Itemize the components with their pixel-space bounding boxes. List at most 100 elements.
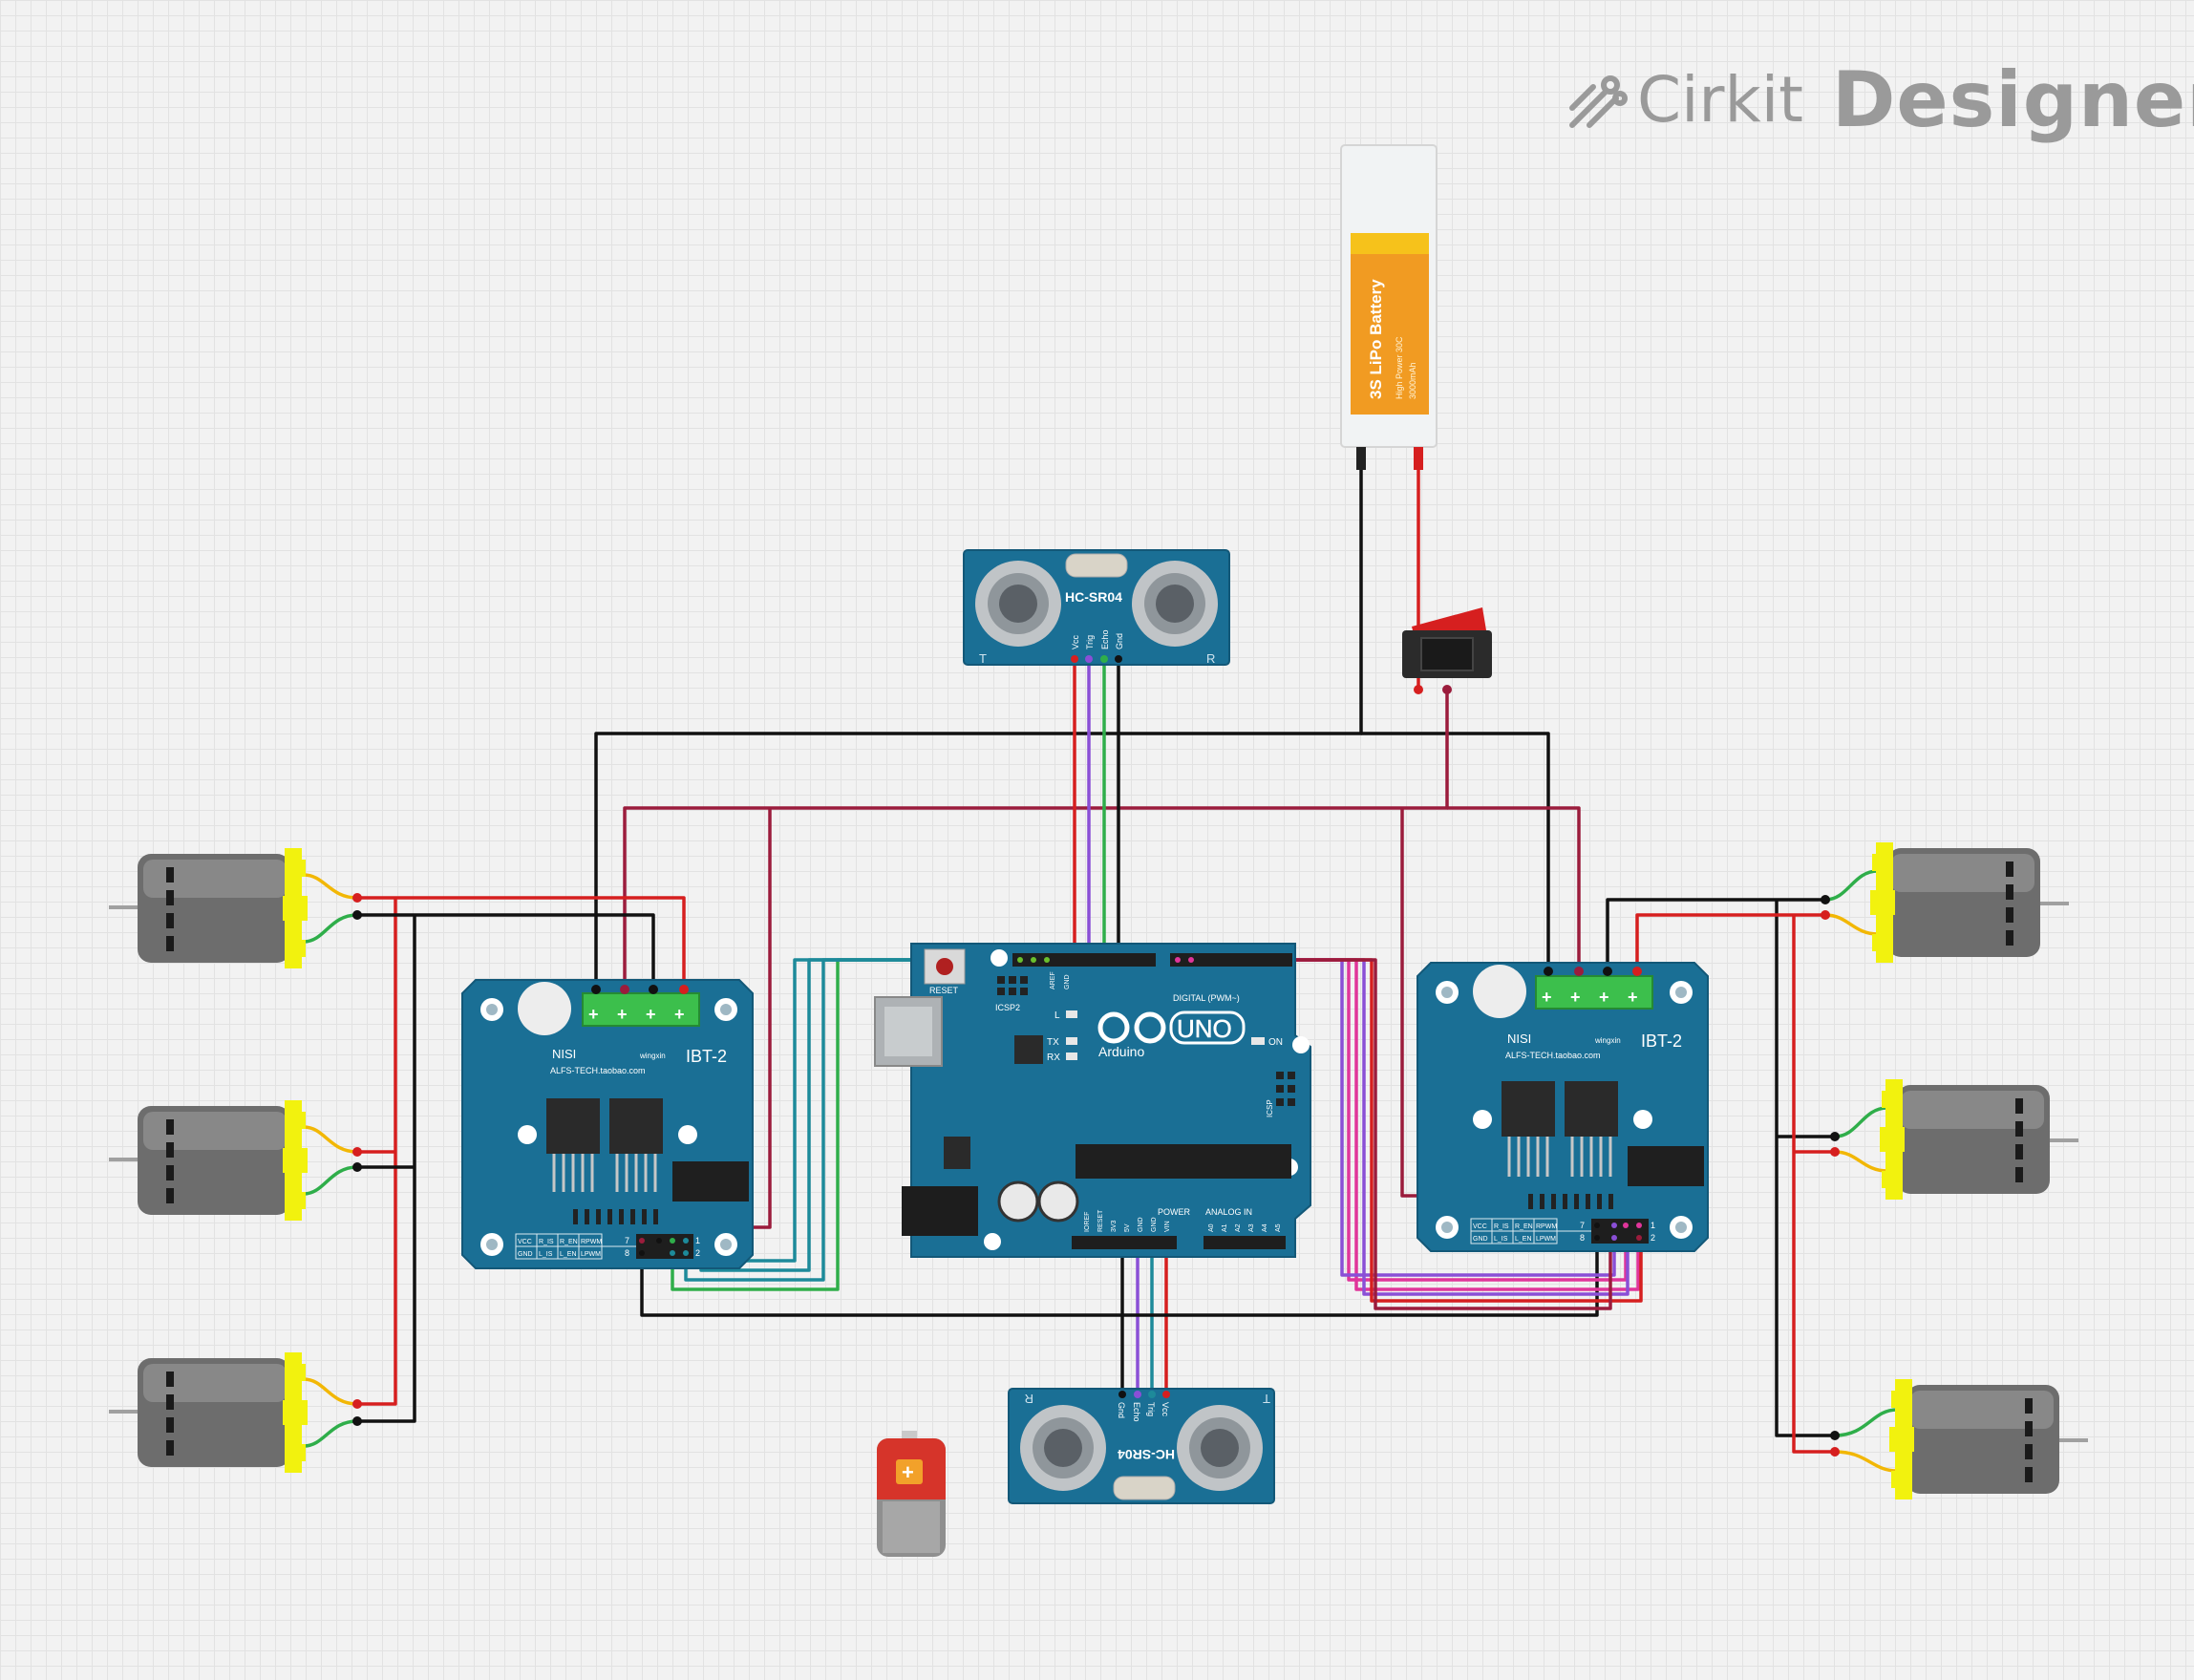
driver-right-n8: 8 [1580, 1233, 1585, 1243]
battery-sub1: High Power 30C [1395, 336, 1404, 399]
driver-left-pin-rpwm: RPWM [581, 1239, 602, 1245]
svg-text:+: + [1628, 988, 1638, 1007]
brand-logo: Cirkit Designer [1566, 55, 2194, 144]
dc-motor-left-1[interactable] [109, 848, 308, 968]
battery-plus-icon: + [902, 1460, 914, 1484]
wire-m2-green [303, 1165, 358, 1196]
ibt2-driver-right[interactable]: ++++ NISI ALFS-TECH.taobao.com wingxin I… [1417, 962, 1709, 1252]
sensor-bottom-model: HC-SR04 [1118, 1447, 1175, 1462]
brand-name: Cirkit [1637, 63, 1803, 137]
driver-left-pin-r-en: R_EN [560, 1239, 578, 1245]
wire-right-motor-black-vert [1775, 900, 1835, 1437]
sensor-top-pin-trig: Trig [1085, 635, 1095, 649]
wire-sensor-bottom-vcc [1161, 1240, 1168, 1394]
sensor-bottom-pin-echo: Echo [1132, 1402, 1141, 1422]
wire-m1-green [303, 913, 358, 944]
dc-motor-left-2[interactable] [109, 1100, 308, 1221]
arduino-icsp-label: ICSP [1266, 1099, 1274, 1117]
sensor-bottom-pin-vcc: Vcc [1161, 1402, 1170, 1417]
ultrasonic-sensor-top[interactable]: HC-SR04 T R Vcc Trig Echo Gnd [963, 549, 1230, 666]
wire-switch-out-right [1447, 806, 1581, 971]
arduino-on-label: ON [1268, 1037, 1283, 1048]
wire-battery-gnd-right [1361, 732, 1550, 971]
driver-left-pin-l-en: L_EN [560, 1251, 577, 1258]
wire-right-motor-red-bus [1635, 913, 1825, 971]
arduino-infinity-icon [1097, 1011, 1166, 1044]
ibt2-driver-left[interactable]: ++++ NISI ALFS-TECH.taobao.com wingxin I… [461, 979, 754, 1269]
battery-cell[interactable]: + [877, 1431, 946, 1557]
driver-right-pin-vcc: VCC [1473, 1223, 1487, 1230]
battery-sub2: 3000mAh [1408, 362, 1417, 399]
driver-left-pin-r-is: R_IS [539, 1239, 554, 1245]
wire-right-motor-black-bus [1606, 898, 1825, 971]
svg-text:+: + [1542, 988, 1552, 1007]
driver-right-n1: 1 [1651, 1221, 1655, 1230]
wire-m5-yellow [1834, 1150, 1888, 1173]
lipo-battery[interactable]: 3S LiPo Battery High Power 30C 3000mAh [1340, 144, 1438, 470]
svg-text:+: + [674, 1005, 685, 1024]
wire-right-motor-red-vert [1792, 915, 1835, 1454]
wire-m6-yellow [1834, 1450, 1898, 1473]
arduino-icsp2-label: ICSP2 [995, 1003, 1020, 1012]
sensor-top-t: T [979, 651, 987, 666]
arduino-pin-a2: A2 [1235, 1223, 1242, 1232]
wire-m2-yellow [303, 1125, 358, 1154]
wire-m3-yellow [303, 1377, 358, 1406]
wire-left-motor-black-bus [357, 913, 655, 989]
wire-m6-green [1834, 1408, 1898, 1437]
arduino-brand: UNO [1177, 1014, 1232, 1043]
arduino-analog-label: ANALOG IN [1205, 1207, 1252, 1217]
driver-right-pin-r-en: R_EN [1515, 1223, 1533, 1230]
wire-m3-green [303, 1419, 358, 1448]
dc-motor-right-3[interactable] [1889, 1379, 2088, 1499]
svg-text:+: + [1599, 988, 1609, 1007]
svg-text:+: + [646, 1005, 656, 1024]
wire-ard-right-gnd [1232, 958, 1612, 1310]
arduino-pin-vin: VIN [1164, 1221, 1171, 1232]
driver-left-brand: wingxin [639, 1052, 666, 1060]
driver-right-pin-gnd: GND [1473, 1236, 1488, 1243]
arduino-pin-a1: A1 [1222, 1223, 1228, 1232]
sensor-top-model: HC-SR04 [1065, 589, 1122, 605]
ultrasonic-sensor-bottom[interactable]: HC-SR04 T R Gnd Echo Trig Vcc [1008, 1388, 1275, 1504]
driver-left-pin-lpwm: LPWM [581, 1251, 601, 1258]
wire-m1-yellow [303, 873, 358, 900]
svg-text:+: + [617, 1005, 628, 1024]
dc-motor-right-2[interactable] [1880, 1079, 2078, 1200]
driver-right-pin-l-en: L_EN [1515, 1236, 1532, 1243]
driver-right-pin-lpwm: LPWM [1536, 1236, 1556, 1243]
arduino-pin-a0: A0 [1208, 1223, 1215, 1232]
driver-right-pin-rpwm: RPWM [1536, 1223, 1557, 1230]
arduino-uno[interactable]: RESET ICSP2 AREF GND DIGITAL (PWM~) L TX… [874, 943, 1311, 1258]
sensor-top-pin-gnd: Gnd [1115, 633, 1124, 649]
driver-right-brand: wingxin [1594, 1036, 1621, 1045]
driver-right-maker: NISI [1507, 1031, 1531, 1046]
driver-left-n7: 7 [625, 1236, 629, 1245]
arduino-led-l: L [1054, 1010, 1060, 1021]
arduino-pin-ioref: IOREF [1084, 1212, 1091, 1232]
arduino-reset-label: RESET [929, 986, 959, 995]
dc-motor-right-1[interactable] [1870, 842, 2069, 963]
arduino-name: Arduino [1098, 1044, 1144, 1059]
arduino-pin-a4: A4 [1262, 1223, 1268, 1232]
sensor-top-pin-echo: Echo [1100, 629, 1110, 649]
driver-left-url: ALFS-TECH.taobao.com [550, 1066, 646, 1075]
arduino-pin-a3: A3 [1248, 1223, 1255, 1232]
junction-dots [352, 893, 1840, 1457]
wire-left-motor-black-vert [357, 915, 416, 1423]
sensor-top-r: R [1206, 651, 1215, 666]
rocker-switch[interactable] [1402, 607, 1492, 694]
sensor-top-pin-vcc: Vcc [1071, 634, 1080, 649]
battery-title: 3S LiPo Battery [1367, 279, 1385, 399]
driver-left-model: IBT-2 [686, 1047, 727, 1066]
wire-battery-negative [594, 457, 1363, 989]
driver-right-url: ALFS-TECH.taobao.com [1505, 1051, 1601, 1060]
driver-left-n2: 2 [695, 1248, 700, 1258]
arduino-pin-gnd1: GND [1138, 1217, 1144, 1232]
driver-right-n7: 7 [1580, 1221, 1585, 1230]
arduino-power-label: POWER [1158, 1207, 1191, 1217]
wire-m4-green [1824, 869, 1879, 902]
dc-motor-left-3[interactable] [109, 1352, 308, 1473]
driver-right-model: IBT-2 [1641, 1031, 1682, 1051]
